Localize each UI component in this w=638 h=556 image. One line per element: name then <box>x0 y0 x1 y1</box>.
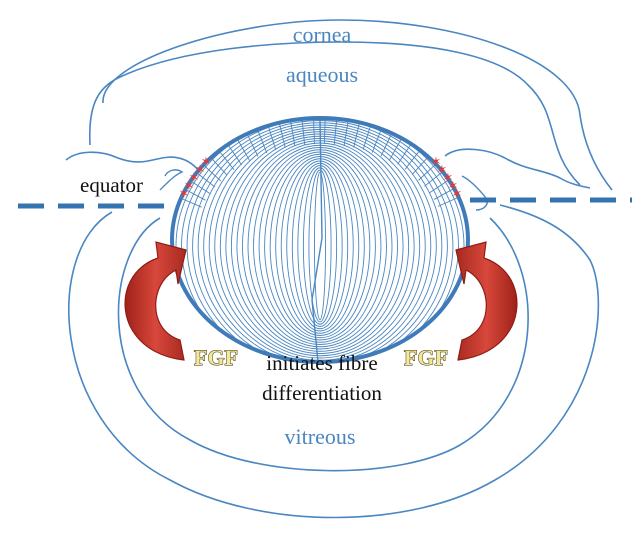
lens-fibres <box>175 118 465 362</box>
iris-right <box>444 148 591 189</box>
fgf-arrow-right <box>455 241 518 361</box>
epithelial-cell-line <box>333 118 338 145</box>
lens-capsule <box>170 116 470 364</box>
epithelial-cell-line <box>236 138 250 161</box>
label-fgf-left: FGF <box>194 345 238 370</box>
epithelial-cell-line <box>301 118 306 145</box>
lens <box>170 116 470 364</box>
germinative-marker-star: ✶ <box>452 186 463 201</box>
epithelial-cell-line <box>429 179 450 194</box>
epithelial-cell-line <box>203 164 222 182</box>
lens-fibre <box>297 165 343 327</box>
label-equator: equator <box>80 173 143 197</box>
epithelial-cell-line <box>218 150 235 171</box>
epithelial-cell-line <box>411 156 429 175</box>
germinative-marker-star: ✶ <box>443 170 454 185</box>
germinative-marker-star: ✶ <box>201 154 212 169</box>
germinative-marker-star: ✶ <box>431 154 442 169</box>
label-aqueous: aqueous <box>286 62 358 87</box>
epithelial-cell-line <box>433 188 455 200</box>
label-cornea: cornea <box>293 22 352 47</box>
epithelial-cell-line <box>389 138 403 161</box>
ciliary-left <box>159 169 184 191</box>
epithelial-cell-line <box>371 128 382 153</box>
label-initiates-line1: initiates fibre <box>266 351 377 375</box>
germinative-marker-star: ✶ <box>437 162 448 177</box>
cornea-outer-outline <box>102 19 613 191</box>
epithelial-cell-line <box>196 172 216 188</box>
epithelial-cell-line <box>353 122 360 148</box>
germinative-marker-star: ✶ <box>448 178 459 193</box>
epithelial-cell-line <box>185 189 206 201</box>
germinative-marker-star: ✶ <box>195 162 206 177</box>
epithelial-cell-line <box>257 129 268 154</box>
epithelial-cell-line <box>323 118 326 145</box>
epithelial-cell-line <box>397 143 412 165</box>
epithelial-cell-line <box>290 120 296 147</box>
epithelial-cell-line <box>437 196 459 207</box>
lens-suture <box>311 237 323 362</box>
globe-inner-outline <box>117 217 529 472</box>
epithelial-cell-line <box>343 120 349 146</box>
label-vitreous: vitreous <box>285 424 356 449</box>
epithelial-cell-line <box>313 118 315 145</box>
epithelial-cell-line <box>404 149 421 170</box>
lens-fibre <box>314 171 326 321</box>
germinative-zone-markers: ✶✶✶✶✶✶✶✶✶✶ <box>179 154 463 201</box>
label-fgf-right: FGF <box>404 345 448 370</box>
germinative-marker-star: ✶ <box>189 170 200 185</box>
epithelial-cell-line <box>267 125 277 151</box>
epithelial-cell-line <box>227 144 242 166</box>
lens-suture <box>319 119 323 239</box>
epithelial-cell-line <box>190 180 211 194</box>
germinative-marker-star: ✶ <box>179 186 190 201</box>
epithelial-cell-line <box>278 122 286 148</box>
epithelial-cell-line <box>424 171 443 187</box>
germinative-marker-star: ✶ <box>184 178 195 193</box>
epithelial-cell-line <box>418 163 437 181</box>
epithelial-cell-line <box>180 197 202 208</box>
ciliary-right <box>461 175 488 211</box>
lens-fibre <box>175 118 465 362</box>
lens-fibre <box>291 162 349 330</box>
label-initiates-line2: differentiation <box>262 381 382 405</box>
cornea-inner-outline <box>88 41 581 186</box>
epithelial-cell-line <box>210 157 228 176</box>
epithelial-cell-line <box>362 125 372 150</box>
epithelial-cell-line <box>246 133 259 157</box>
lens-fibre <box>302 167 338 325</box>
epithelial-cell-line <box>380 133 393 157</box>
lens-fibre <box>308 169 332 323</box>
globe-outer-outline <box>68 204 600 519</box>
iris-left <box>65 151 207 183</box>
fgf-arrow-left <box>124 241 187 361</box>
